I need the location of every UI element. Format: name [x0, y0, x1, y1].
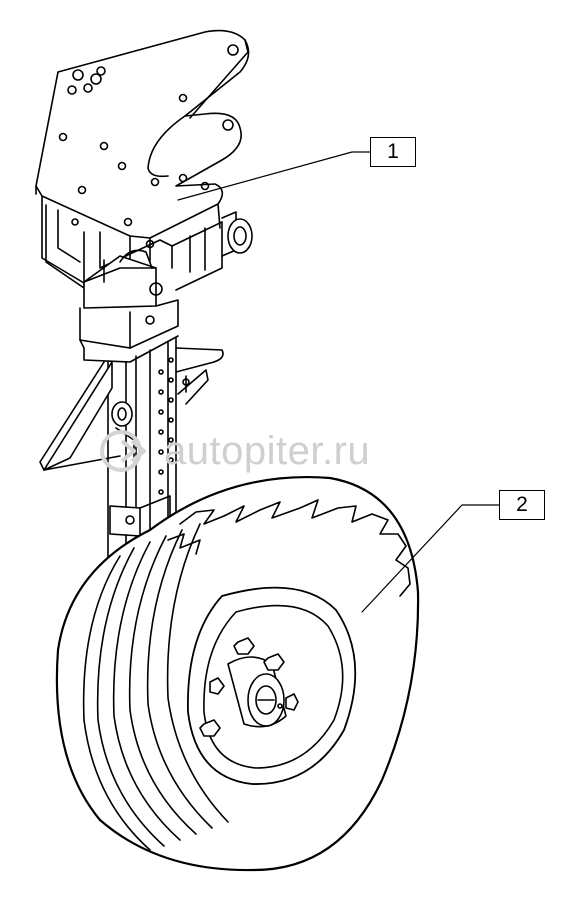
callout-label-1: 1 — [370, 137, 416, 167]
wheel-assembly — [55, 476, 420, 872]
callout-number: 1 — [387, 140, 399, 163]
leader-line-2 — [361, 504, 500, 613]
mounting-bracket-plate — [35, 29, 250, 284]
clamp-body — [45, 204, 253, 363]
watermark-text: autopiter.ru — [164, 428, 371, 473]
watermark: autopiter.ru — [98, 428, 370, 474]
wing-guide — [39, 347, 224, 471]
callout-number: 2 — [516, 493, 528, 516]
leader-line-1 — [177, 151, 371, 201]
adjustment-column — [107, 337, 177, 566]
autopiter-logo-icon — [100, 430, 146, 472]
callout-label-2: 2 — [499, 490, 545, 520]
